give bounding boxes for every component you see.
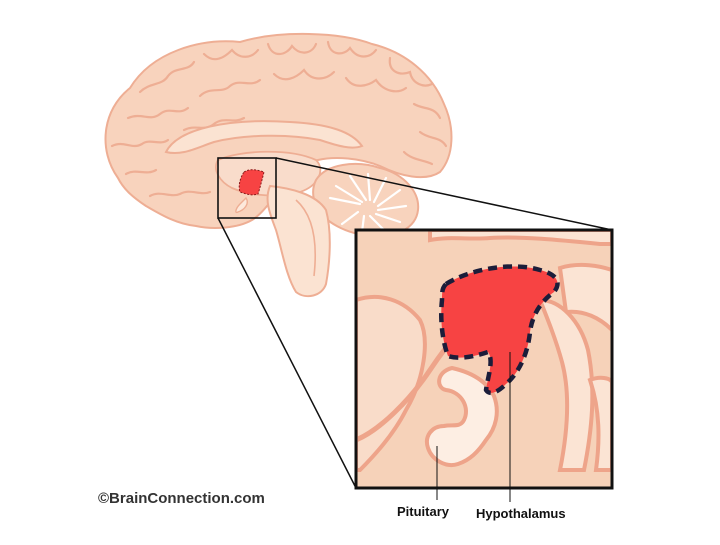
zoom-connectors [217,157,613,489]
copyright-credit: ©BrainConnection.com [98,490,265,507]
pituitary-small [235,196,248,214]
zoom-inset-frame [354,228,614,490]
zoom-source-box [217,157,277,219]
label-pituitary: Pituitary [397,504,450,519]
label-leaders [436,352,511,502]
corpus-callosum [164,120,364,154]
gyri [110,40,448,198]
brain-sagittal [104,33,453,298]
zoom-inset [354,228,614,490]
hypothalamus-region [439,264,560,396]
hypothalamus-small [238,169,265,196]
label-hypothalamus: Hypothalamus [476,506,566,521]
pituitary-stalk [425,365,499,467]
